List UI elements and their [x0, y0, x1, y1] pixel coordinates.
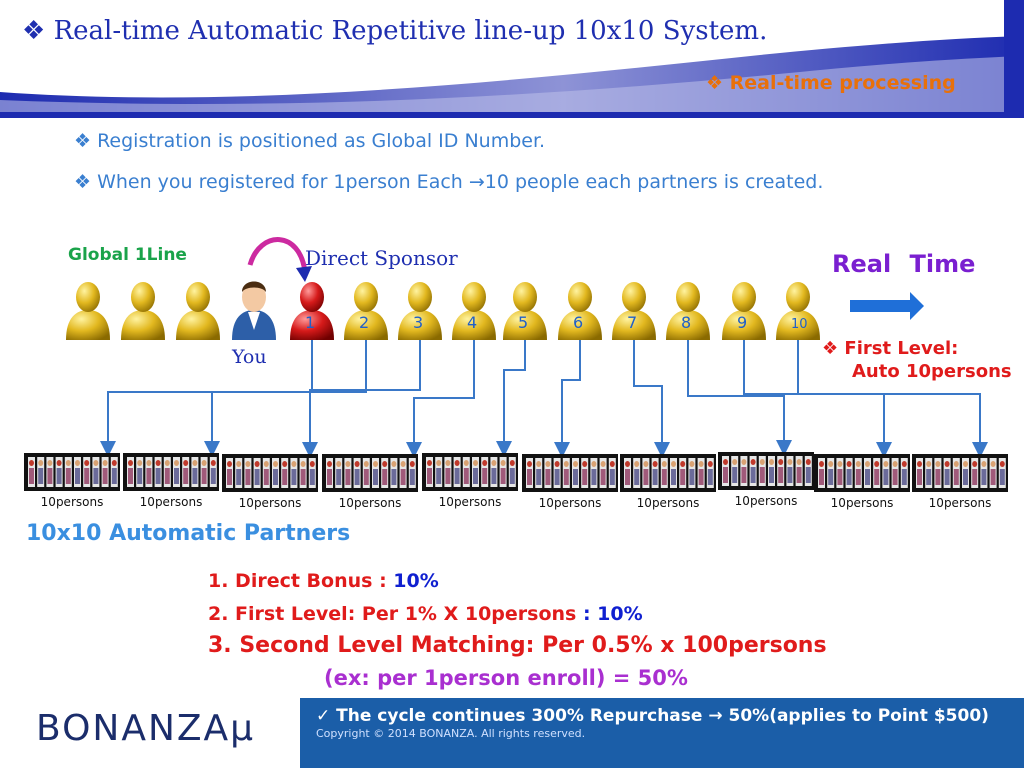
lineup-diagram: 1 2 3 4 5 6 7 8 9 10 [24, 237, 1008, 492]
global-person-2 [121, 282, 165, 340]
group-label: 10persons [928, 496, 992, 510]
subtitle: ❖ Real-time processing [706, 72, 956, 94]
bonanza-logo: BONANZAμ [36, 708, 256, 749]
person-number: 8 [681, 313, 691, 332]
person-number: 2 [359, 313, 369, 332]
line-person-5 [503, 282, 547, 340]
first-level-label: ❖ First Level: [822, 338, 959, 359]
group-label: 10persons [636, 496, 700, 510]
partner-group-9 [814, 454, 910, 492]
person-number: 5 [518, 313, 528, 332]
automatic-partners-label: 10x10 Automatic Partners [26, 521, 351, 546]
logo-panel [0, 698, 300, 768]
line-person-1 [290, 282, 334, 340]
line-person-3 [398, 282, 442, 340]
partner-group-2 [123, 453, 219, 491]
partner-group-1 [24, 453, 120, 491]
partner-groups [24, 452, 1008, 492]
global-person-1 [66, 282, 110, 340]
sponsor-arrowhead [296, 266, 312, 282]
global-person-3 [176, 282, 220, 340]
line-person-2 [344, 282, 388, 340]
line-person-8 [666, 282, 710, 340]
group-label: 10persons [338, 496, 402, 510]
rule-direct-bonus-value: 10% [393, 570, 439, 592]
rule-direct-bonus: 1. Direct Bonus : 10% [208, 570, 439, 592]
partner-group-7 [620, 454, 716, 492]
page-title: ❖ Real-time Automatic Repetitive line-up… [22, 16, 768, 46]
group-label: 10persons [139, 495, 203, 509]
partner-group-8 [718, 452, 814, 490]
sponsor-curve-arrow [247, 237, 308, 273]
direct-sponsor-label: Direct Sponsor [305, 246, 458, 270]
rule-direct-bonus-text: 1. Direct Bonus : [208, 570, 394, 592]
line-person-4 [452, 282, 496, 340]
connector-line [406, 340, 475, 458]
rule-second-level: 3. Second Level Matching: Per 0.5% x 100… [208, 633, 827, 658]
realtime-arrow [850, 292, 924, 320]
you-person [232, 281, 276, 340]
header-banner [0, 0, 1024, 118]
rule-first-level-value: 10% [597, 603, 643, 625]
person-number: 4 [467, 313, 477, 332]
person-number: 10 [791, 317, 808, 332]
group-label: 10persons [438, 495, 502, 509]
connector-line [302, 340, 421, 458]
partner-group-5 [422, 453, 518, 491]
rule-first-level: 2. First Level: Per 1% X 10persons : 10% [208, 603, 643, 625]
group-label: 10persons [238, 496, 302, 510]
bullet-registration: ❖ Registration is positioned as Global I… [74, 130, 546, 152]
connector-line [797, 340, 988, 458]
group-label: 10persons [734, 494, 798, 508]
header-swoosh-light [0, 56, 1024, 118]
connector-line [496, 340, 526, 457]
line-person-7 [612, 282, 656, 340]
real-time-label: Real Time [832, 250, 976, 278]
partner-group-6 [522, 454, 618, 492]
global-line-label: Global 1Line [68, 245, 187, 265]
person-number: 9 [737, 313, 747, 332]
cycle-note: ✓ The cycle continues 300% Repurchase → … [316, 706, 989, 726]
people-row: 1 2 3 4 5 6 7 8 9 10 [66, 281, 820, 340]
you-label: You [232, 346, 267, 368]
connector-line [100, 340, 313, 457]
person-number: 1 [305, 313, 315, 332]
rule-example: (ex: per 1person enroll) = 50% [324, 666, 688, 690]
line-person-6 [558, 282, 602, 340]
person-number: 7 [627, 313, 637, 332]
person-number: 3 [413, 313, 423, 332]
partner-group-10 [912, 454, 1008, 492]
first-level-value: Auto 10persons [852, 361, 1012, 382]
copyright-text: Copyright © 2014 BONANZA. All rights res… [316, 727, 586, 740]
person-number: 6 [573, 313, 583, 332]
connector-line [687, 340, 792, 456]
line-person-10 [776, 282, 820, 340]
connector-lines [100, 340, 988, 458]
group-label: 10persons [538, 496, 602, 510]
partner-group-3 [222, 454, 318, 492]
bullet-partners: ❖ When you registered for 1person Each →… [74, 171, 824, 193]
partner-group-4 [322, 454, 418, 492]
group-label: 10persons [40, 495, 104, 509]
connector-line [633, 340, 670, 458]
group-label: 10persons [830, 496, 894, 510]
rule-first-level-text: 2. First Level: Per 1% X 10persons [208, 603, 583, 625]
connector-line [554, 340, 581, 458]
rule-first-level-colon: : [582, 603, 598, 625]
line-person-9 [722, 282, 766, 340]
connector-line [204, 340, 367, 457]
